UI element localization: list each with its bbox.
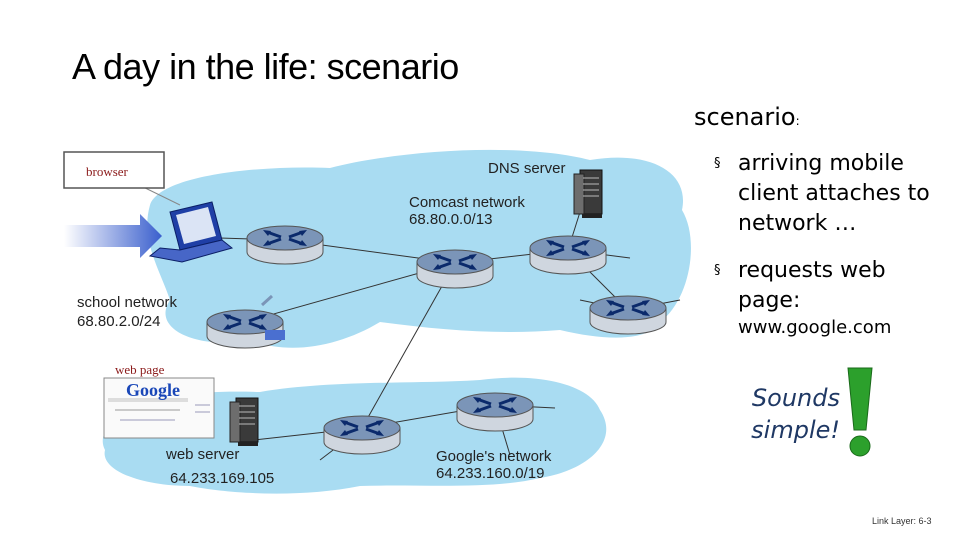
school-network-prefix: 68.80.2.0/24: [77, 313, 161, 330]
request-url: www.google.com: [738, 317, 892, 338]
arrow-to-laptop: [64, 214, 162, 258]
router-comcast-2: [415, 248, 495, 290]
exclamation-icon: [847, 367, 873, 457]
google-network-name: Google's network: [436, 448, 552, 465]
router-google-2: [455, 391, 535, 433]
slide-title: A day in the life: scenario: [72, 46, 459, 87]
scenario-heading-colon: :: [795, 114, 800, 128]
web-page-label: web page: [115, 362, 165, 377]
sounds-simple-text: Sounds simple!: [751, 384, 840, 444]
google-network-prefix: 64.233.160.0/19: [436, 465, 545, 482]
web-server-ip: 64.233.169.105: [170, 470, 275, 487]
router-comcast-4: [588, 294, 668, 336]
scenario-heading: scenario:: [694, 103, 800, 131]
router-comcast-1: [245, 224, 325, 266]
router-comcast-3: [528, 234, 608, 276]
school-network-name: school network: [77, 294, 178, 311]
scenario-heading-text: scenario: [694, 103, 796, 131]
browser-label: browser: [86, 164, 128, 179]
bullet-mark: §: [714, 156, 721, 171]
comcast-network-name: Comcast network: [409, 194, 525, 211]
web-server-icon: [229, 397, 259, 447]
bullet-request-text: requests web page:: [738, 258, 886, 313]
comcast-network-prefix: 68.80.0.0/13: [409, 211, 493, 228]
dns-server-label: DNS server: [488, 160, 566, 177]
router-school: [205, 308, 285, 350]
slide-footer: Link Layer: 6-3: [872, 516, 932, 526]
web-server-label: web server: [166, 446, 240, 463]
bullet-mark: §: [714, 263, 721, 278]
laptop-icon: [148, 201, 234, 263]
router-google-1: [322, 414, 402, 456]
comcast-cloud: [147, 149, 691, 348]
bullet-attach-text: arriving mobile client attaches to netwo…: [738, 151, 930, 236]
browser-box: [63, 151, 165, 189]
google-logo: Google: [126, 380, 180, 400]
web-page-thumbnail: [103, 377, 215, 439]
dns-server-icon: [573, 169, 603, 219]
